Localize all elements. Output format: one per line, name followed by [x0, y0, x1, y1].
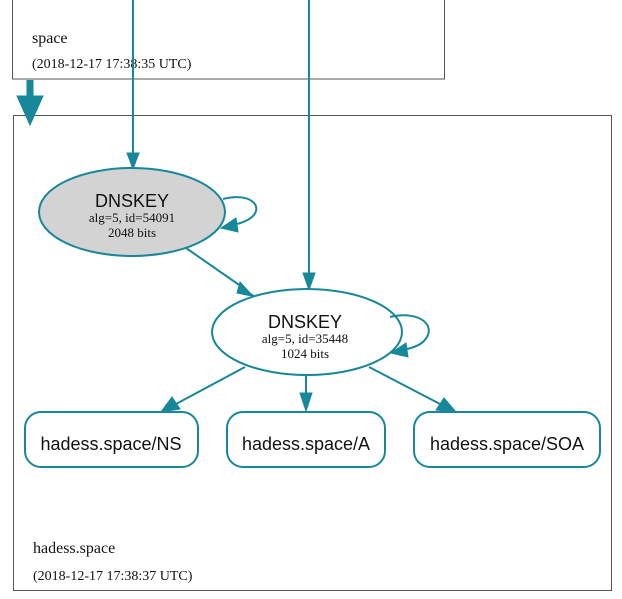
- edge-delegation-arrowhead: [16, 95, 44, 127]
- edge-space-to-zsk: [302, 0, 316, 292]
- edge-ksk-self-loop-arrowhead: [219, 217, 239, 233]
- node-dnskey-zsk-bits: 1024 bits: [281, 346, 329, 361]
- node-dnskey-ksk-shape[interactable]: [38, 167, 226, 257]
- edge-delegation: [16, 80, 44, 127]
- node-dnskey-zsk-shape[interactable]: [211, 288, 403, 376]
- node-rrset-ns-box[interactable]: [24, 411, 199, 468]
- edge-zsk-to-a-arrowhead: [299, 392, 313, 413]
- node-rrset-soa-box[interactable]: [413, 411, 601, 468]
- node-dnskey-ksk-title: DNSKEY: [95, 191, 169, 211]
- cluster-space-timestamp: (2018-12-17 17:38:35 UTC): [32, 57, 192, 72]
- edge-ksk-to-zsk-line: [185, 247, 246, 290]
- edge-zsk-self-loop-path: [389, 314, 430, 351]
- node-rrset-soa[interactable]: hadess.space/SOA: [413, 411, 601, 468]
- node-rrset-a-box[interactable]: [226, 411, 386, 468]
- edge-ksk-self-loop: [219, 196, 258, 233]
- edge-zsk-to-soa-line: [368, 366, 441, 405]
- edge-zsk-to-ns: [159, 366, 246, 413]
- edge-zsk-self-loop: [389, 314, 430, 358]
- edge-zsk-self-loop-arrowhead: [389, 342, 409, 358]
- edge-zsk-to-a: [299, 376, 313, 413]
- edge-zsk-to-ns-line: [175, 366, 246, 405]
- node-rrset-a-label: hadess.space/A: [242, 434, 370, 454]
- cluster-hadess-space-timestamp: (2018-12-17 17:38:37 UTC): [33, 569, 193, 584]
- node-dnskey-zsk-detail: alg=5, id=35448: [262, 331, 348, 346]
- node-rrset-soa-label: hadess.space/SOA: [430, 434, 584, 454]
- cluster-hadess-space-label: hadess.space: [33, 540, 115, 557]
- cluster-space-box: [12, 0, 445, 80]
- edge-zsk-to-ns-arrowhead: [159, 396, 181, 413]
- node-dnskey-ksk-detail: alg=5, id=54091: [89, 210, 175, 225]
- edge-ds-to-ksk: [126, 0, 140, 171]
- node-rrset-ns[interactable]: hadess.space/NS: [24, 411, 199, 468]
- node-rrset-ns-label: hadess.space/NS: [40, 434, 181, 454]
- node-dnskey-zsk[interactable]: DNSKEY alg=5, id=35448 1024 bits: [211, 288, 403, 376]
- edge-space-to-zsk-arrowhead: [302, 272, 316, 292]
- node-rrset-a[interactable]: hadess.space/A: [226, 411, 386, 468]
- cluster-space: space (2018-12-17 17:38:35 UTC): [12, 0, 445, 80]
- node-dnskey-ksk-bits: 2048 bits: [108, 225, 156, 240]
- node-dnskey-zsk-title: DNSKEY: [268, 312, 342, 332]
- node-dnskey-ksk[interactable]: DNSKEY alg=5, id=54091 2048 bits: [38, 167, 226, 257]
- edge-ds-to-ksk-arrowhead: [126, 152, 140, 171]
- edge-ksk-self-loop-path: [222, 196, 258, 226]
- cluster-space-label: space: [32, 30, 68, 47]
